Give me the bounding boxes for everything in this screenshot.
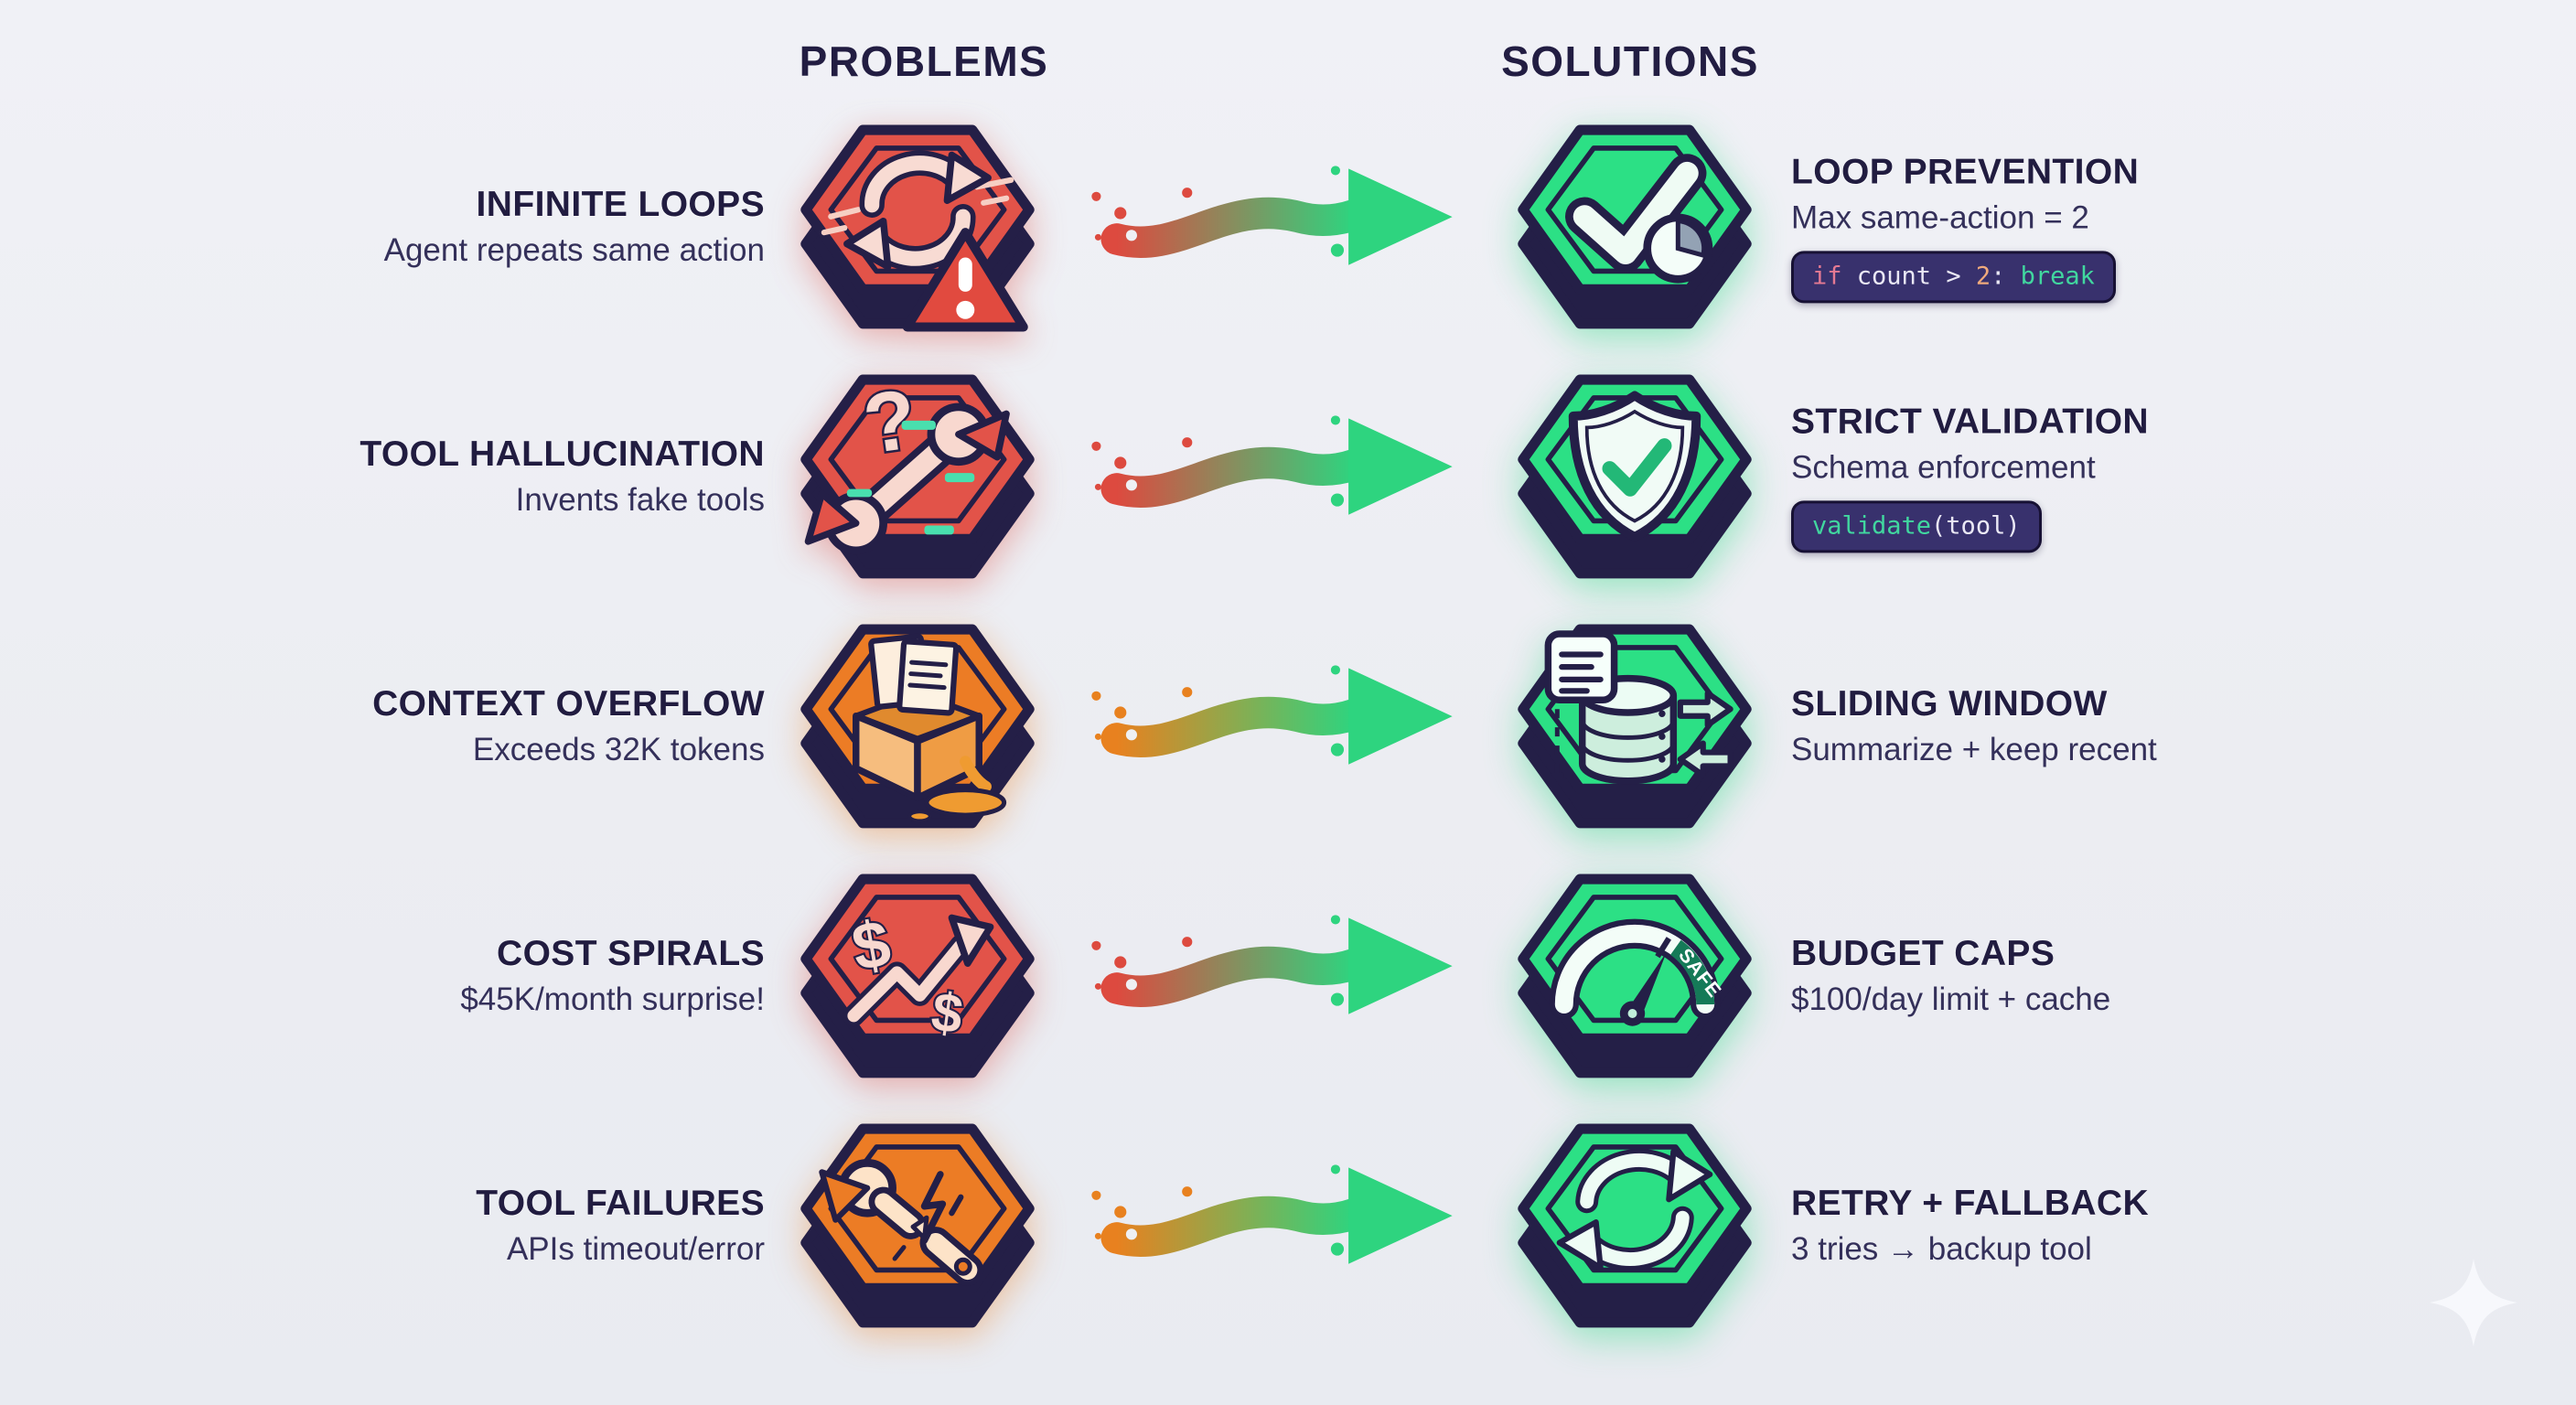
warning-triangle-icon (902, 228, 1028, 332)
problem-subtitle: Agent repeats same action (383, 231, 765, 268)
validate-code-chip: validate(tool) (1791, 500, 2042, 553)
wrench-question-icon: ? (792, 369, 1043, 585)
problem-subtitle: APIs timeout/error (506, 1230, 765, 1267)
problem-text-block: TOOL FAILURES APIs timeout/error (0, 1182, 765, 1270)
problem-title: CONTEXT OVERFLOW (372, 683, 765, 724)
solution-text-block: SLIDING WINDOW Summarize + keep recent (1791, 682, 2541, 770)
problem-subtitle: Invents fake tools (515, 481, 765, 518)
sparkle-watermark-icon (2430, 1259, 2517, 1346)
shield-check-icon (1509, 354, 1760, 585)
problem-text-block: TOOL HALLUCINATION Invents fake tools (0, 433, 765, 520)
solution-subtitle: Max same-action = 2 (1791, 198, 2089, 235)
solutions-header: SOLUTIONS (1501, 38, 1759, 85)
problem-to-solution-arrow-icon (1091, 1164, 1453, 1264)
problem-text-block: CONTEXT OVERFLOW Exceeds 32K tokens (0, 682, 765, 770)
solution-subtitle: Summarize + keep recent (1791, 731, 2157, 767)
solution-title: BUDGET CAPS (1791, 933, 2055, 973)
row-tool-hallucination: TOOL HALLUCINATION Invents fake tools ? (0, 352, 2576, 601)
solution-title: RETRY + FALLBACK (1791, 1183, 2150, 1223)
problem-to-solution-arrow-icon (1091, 665, 1453, 765)
problem-to-solution-arrow-icon (1091, 166, 1453, 265)
solution-text-block: LOOP PREVENTION Max same-action = 2 if c… (1791, 150, 2541, 304)
solution-subtitle: $100/day limit + cache (1791, 981, 2111, 1017)
check-clock-icon (1509, 104, 1760, 335)
solution-text-block: STRICT VALIDATION Schema enforcement val… (1791, 400, 2541, 553)
broken-wrench-icon (792, 1103, 1043, 1334)
row-cost-spirals: COST SPIRALS $45K/month surprise! $ $ (0, 852, 2576, 1100)
problem-subtitle: Exceeds 32K tokens (472, 731, 765, 767)
problem-title: COST SPIRALS (497, 933, 765, 973)
solution-text-block: BUDGET CAPS $100/day limit + cache (1791, 932, 2541, 1020)
database-sync-icon (1509, 604, 1760, 834)
row-infinite-loops: INFINITE LOOPS Agent repeats same action (0, 102, 2576, 351)
solution-title: LOOP PREVENTION (1791, 152, 2140, 192)
solution-subtitle: 3 tries → backup tool (1791, 1230, 2092, 1267)
problem-to-solution-arrow-icon (1091, 915, 1453, 1014)
dollar-spike-icon: $ $ (792, 853, 1043, 1084)
gauge-safe-icon: SAFE (1509, 853, 1760, 1084)
retry-arrows-icon (1509, 1103, 1760, 1334)
solution-subtitle: Schema enforcement (1791, 448, 2096, 485)
solution-text-block: RETRY + FALLBACK 3 tries → backup tool (1791, 1182, 2541, 1270)
problem-text-block: COST SPIRALS $45K/month surprise! (0, 932, 765, 1020)
problem-title: TOOL FAILURES (476, 1183, 765, 1223)
solution-title: SLIDING WINDOW (1791, 683, 2108, 724)
problem-subtitle: $45K/month surprise! (460, 981, 765, 1017)
row-tool-failures: TOOL FAILURES APIs timeout/error (0, 1101, 2576, 1350)
problem-text-block: INFINITE LOOPS Agent repeats same action (0, 183, 765, 271)
loop-code-chip: if count > 2: break (1791, 251, 2116, 304)
problem-title: TOOL HALLUCINATION (360, 434, 765, 474)
problem-title: INFINITE LOOPS (476, 184, 765, 224)
solution-title: STRICT VALIDATION (1791, 402, 2149, 442)
overflowing-box-icon (792, 604, 1043, 834)
problems-header: PROBLEMS (799, 38, 1049, 85)
problem-to-solution-arrow-icon (1091, 415, 1453, 515)
row-context-overflow: CONTEXT OVERFLOW Exceeds 32K tokens (0, 602, 2576, 851)
infinite-loop-arrows-warning-icon (792, 104, 1043, 332)
